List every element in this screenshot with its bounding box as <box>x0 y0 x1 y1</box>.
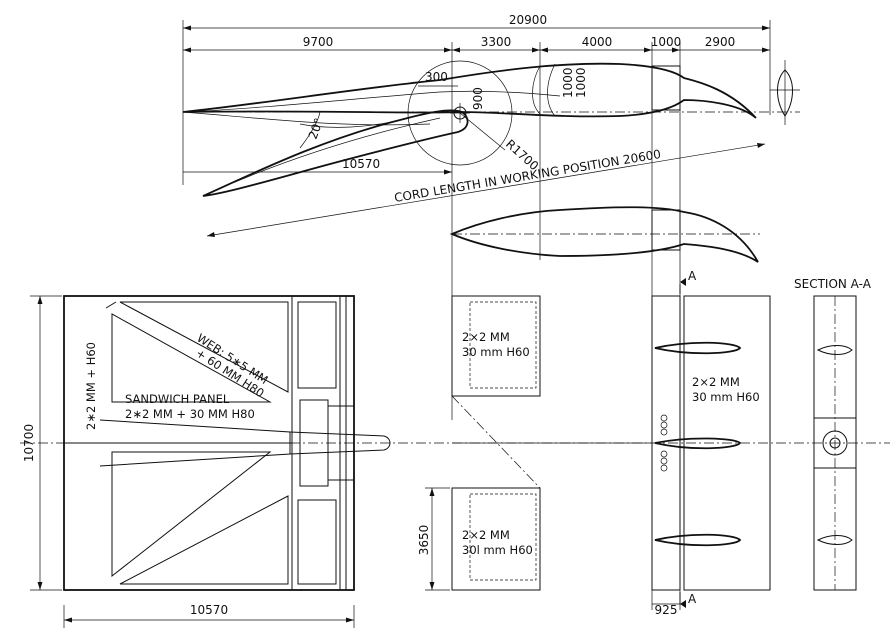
plan-view-middle: 2×2 MM 30 mm H60 2×2 MM 30l mm H60 3650 <box>417 295 652 591</box>
note-right-line1: 2×2 MM <box>692 375 740 389</box>
plan-view-left: 10700 WEB: 5∗5 MM + 60 MM H80 SANDWICH P… <box>20 295 890 628</box>
note-mid-lower-line1: 2×2 MM <box>462 528 510 542</box>
dim-thickness-a: 1000 <box>561 67 575 98</box>
dim-lower-height: 3650 <box>417 525 431 556</box>
dim-angle: 20° <box>306 116 326 141</box>
dim-hinge-offset: 300 <box>425 70 448 84</box>
dim-seg1: 9700 <box>303 35 334 49</box>
note-right-line2: 30 mm H60 <box>692 390 760 404</box>
section-title: SECTION A-A <box>794 277 872 291</box>
note-mid-lower-line2: 30l mm H60 <box>462 543 533 557</box>
dim-panel-width: 10570 <box>190 603 228 617</box>
plan-view-right: 2×2 MM 30 mm H60 A A 925 <box>651 269 771 617</box>
section-a-a: SECTION A-A <box>794 277 872 591</box>
hinge-circle <box>407 60 513 166</box>
dim-thickness-b: 1000 <box>574 67 588 98</box>
dim-seg4: 1000 <box>651 35 682 49</box>
dim-hinge-height: 900 <box>471 87 485 110</box>
dim-seg3: 4000 <box>582 35 613 49</box>
note-mid-upper-line1: 2×2 MM <box>462 330 510 344</box>
section-marker-bottom: A <box>688 592 697 606</box>
note-sandwich-line1: SANDWICH PANEL <box>125 392 230 406</box>
section-marker-top: A <box>688 269 697 283</box>
dim-overall-width: 20900 <box>509 13 547 27</box>
foil-profile-lower <box>449 206 759 263</box>
dim-seg5: 2900 <box>705 35 736 49</box>
dim-projection: 10570 <box>342 157 380 171</box>
dim-web-width: 925 <box>655 603 678 617</box>
foil-profile-rotated <box>202 109 469 197</box>
profile-view: 20900 9700 3300 4000 1000 2900 <box>182 13 800 610</box>
note-sandwich-line2: 2∗2 MM + 30 MM H80 <box>125 407 255 421</box>
dim-seg2: 3300 <box>481 35 512 49</box>
note-side: 2∗2 MM + H60 <box>84 342 98 430</box>
note-mid-upper-line2: 30 mm H60 <box>462 345 530 359</box>
